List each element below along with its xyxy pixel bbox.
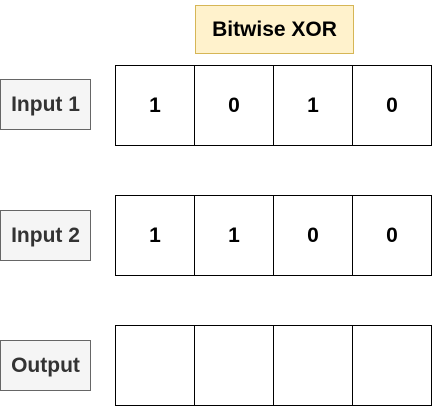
row-label-output: Output	[0, 340, 91, 391]
bit-cell	[194, 325, 274, 406]
row-label-input-2: Input 2	[0, 210, 91, 261]
bit-cell: 0	[273, 195, 353, 276]
bit-cell	[352, 325, 432, 406]
bit-cell: 0	[352, 65, 432, 146]
bit-cell: 1	[273, 65, 353, 146]
bit-row-output	[115, 325, 436, 406]
bit-cell	[115, 325, 195, 406]
bit-cell: 1	[115, 195, 195, 276]
diagram-title: Bitwise XOR	[195, 5, 354, 54]
row-label-input-1: Input 1	[0, 79, 91, 130]
bit-cell: 1	[194, 195, 274, 276]
bit-cell: 1	[115, 65, 195, 146]
bit-cell: 0	[194, 65, 274, 146]
bit-cell	[273, 325, 353, 406]
bit-cell: 0	[352, 195, 432, 276]
bit-row-input-2: 1 1 0 0	[115, 195, 436, 276]
bit-row-input-1: 1 0 1 0	[115, 65, 436, 146]
